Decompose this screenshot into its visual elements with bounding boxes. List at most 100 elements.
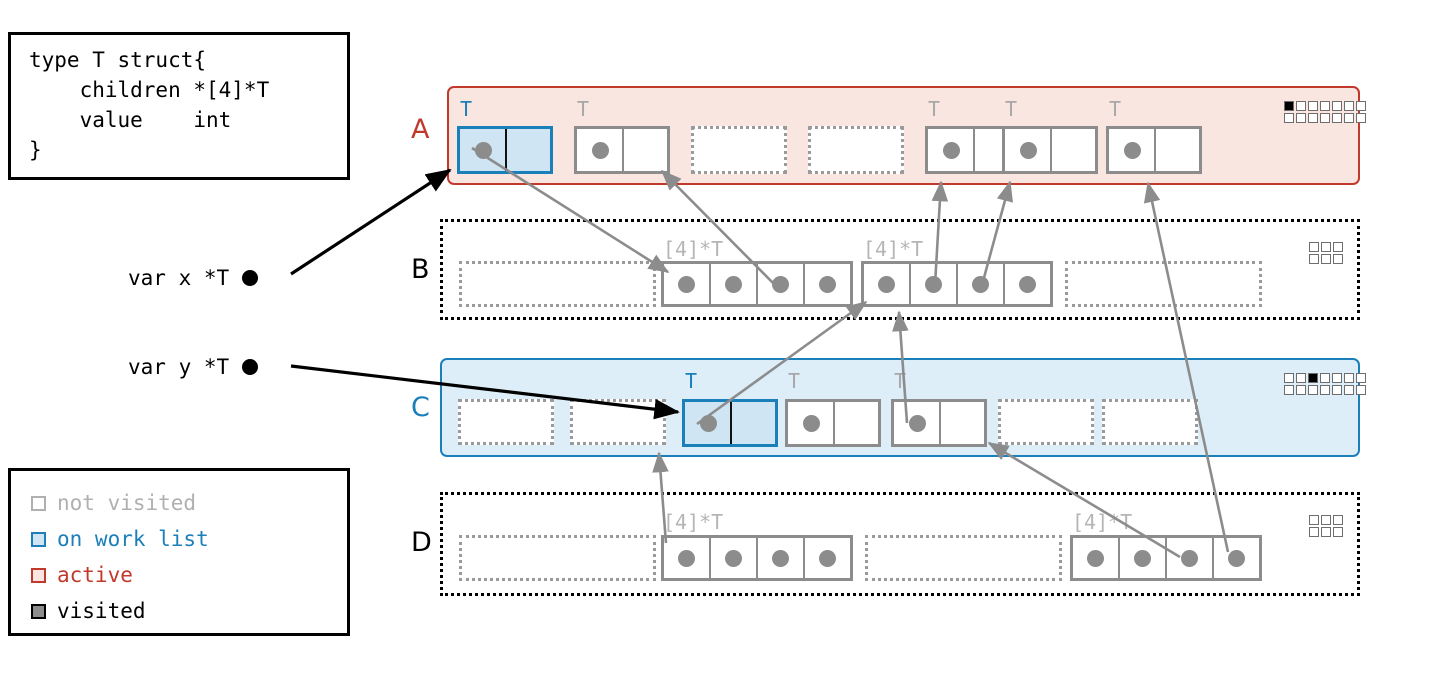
row-a-object-1-pointer-dot — [592, 142, 609, 159]
bitmap-cell — [1344, 113, 1354, 123]
legend-label-active: active — [57, 562, 133, 587]
row-c-slot-2-type-label: T — [685, 369, 698, 393]
bitmap-cell — [1344, 385, 1354, 395]
row-a-slot-4-type-label: T — [928, 97, 941, 121]
bitmap-cell — [1321, 527, 1331, 537]
array-cell-divider — [756, 264, 758, 304]
row-d-array-3-cell-2-pointer-dot — [1181, 550, 1198, 567]
row-b-array-1-cell-0-pointer-dot — [678, 276, 695, 293]
row-b-array-2-cell-0-pointer-dot — [878, 276, 895, 293]
variable-x-pointer-dot — [242, 270, 259, 286]
row-d-array-3[interactable] — [1070, 535, 1262, 581]
row-c-slot-3-type-label: T — [788, 369, 801, 393]
row-b-array-2-cell-3-pointer-dot — [1019, 276, 1036, 293]
row-c-object-3-divider — [833, 402, 835, 444]
row-a-object-5-pointer-dot — [1020, 142, 1037, 159]
bitmap-cell — [1308, 113, 1318, 123]
row-a-object-5[interactable] — [1002, 126, 1098, 174]
bitmap-cell — [1333, 527, 1343, 537]
variable-y: var y *T — [128, 355, 259, 379]
row-d-array-3-cell-0-pointer-dot — [1087, 550, 1104, 567]
row-d-array-1[interactable] — [661, 535, 853, 581]
row-b-array-1-cell-1-pointer-dot — [725, 276, 742, 293]
heap-row-d: [4]*T [4]*T — [440, 492, 1360, 596]
row-b-array-2[interactable] — [861, 261, 1053, 307]
row-d-mark-bitmap — [1309, 515, 1343, 537]
row-a-object-4-pointer-dot — [943, 142, 960, 159]
row-d-mark-bitmap-row-1 — [1309, 527, 1343, 537]
bitmap-cell — [1284, 101, 1294, 111]
row-a-object-0-divider — [505, 129, 507, 171]
bitmap-cell — [1296, 101, 1306, 111]
row-a-object-0-pointer-dot — [475, 142, 492, 159]
row-a-object-6[interactable] — [1106, 126, 1202, 174]
legend-label-on-work-list: on work list — [57, 526, 209, 551]
row-label-d: D — [411, 527, 432, 558]
bitmap-cell — [1321, 515, 1331, 525]
row-a-object-6-pointer-dot — [1124, 142, 1141, 159]
bitmap-cell — [1356, 373, 1366, 383]
row-c-object-3[interactable] — [785, 399, 881, 447]
bitmap-cell — [1308, 385, 1318, 395]
row-c-object-2-pointer-dot — [700, 415, 717, 432]
bitmap-cell — [1356, 385, 1366, 395]
array-cell-divider — [1118, 538, 1120, 578]
bitmap-cell — [1309, 242, 1319, 252]
bitmap-cell — [1320, 373, 1330, 383]
row-d-array-1-cell-3-pointer-dot — [819, 550, 836, 567]
bitmap-cell — [1332, 385, 1342, 395]
row-b-array-1-cell-3-pointer-dot — [819, 276, 836, 293]
row-b-mark-bitmap — [1309, 242, 1343, 264]
bitmap-cell — [1320, 101, 1330, 111]
row-b-array-1-type-label: [4]*T — [663, 237, 724, 261]
row-c-empty-1 — [570, 399, 666, 445]
row-c-object-4[interactable] — [891, 399, 987, 447]
legend-swatch-visited — [31, 603, 46, 619]
bitmap-cell — [1333, 242, 1343, 252]
row-a-mark-bitmap — [1284, 101, 1366, 123]
row-a-slot-1-type-label: T — [577, 97, 590, 121]
row-c-object-4-pointer-dot — [909, 415, 926, 432]
legend-label-visited: visited — [57, 598, 146, 623]
legend-swatch-not-visited — [31, 495, 46, 511]
heap-row-a: T T T T T — [447, 86, 1366, 185]
array-cell-divider — [1165, 538, 1167, 578]
array-cell-divider — [1003, 264, 1005, 304]
row-label-c: C — [411, 392, 430, 423]
row-c-object-2[interactable] — [682, 399, 778, 447]
variable-x: var x *T — [128, 266, 259, 290]
row-label-b: B — [411, 254, 430, 285]
variable-y-pointer-dot — [242, 359, 259, 375]
row-d-array-1-cell-2-pointer-dot — [772, 550, 789, 567]
bitmap-cell — [1284, 113, 1294, 123]
legend-item-on-work-list: on work list — [31, 521, 347, 557]
array-cell-divider — [803, 264, 805, 304]
array-cell-divider — [709, 538, 711, 578]
array-cell-divider — [803, 538, 805, 578]
variable-y-label: var y *T — [128, 355, 230, 379]
bitmap-cell — [1332, 113, 1342, 123]
row-d-array-3-cell-1-pointer-dot — [1134, 550, 1151, 567]
row-b-array-1-cell-2-pointer-dot — [772, 276, 789, 293]
row-b-empty-3 — [1065, 261, 1262, 307]
bitmap-cell — [1344, 101, 1354, 111]
row-a-object-6-divider — [1154, 129, 1156, 171]
row-c-mark-bitmap-row-1 — [1284, 385, 1366, 395]
row-a-mark-bitmap-row-1 — [1284, 113, 1366, 123]
array-cell-divider — [1212, 538, 1214, 578]
row-a-empty-2 — [691, 126, 787, 174]
row-b-array-1[interactable] — [661, 261, 853, 307]
row-a-object-1-divider — [622, 129, 624, 171]
bitmap-cell — [1309, 515, 1319, 525]
legend-label-not-visited: not visited — [57, 490, 197, 515]
row-a-object-4-divider — [973, 129, 975, 171]
row-a-object-1[interactable] — [574, 126, 670, 174]
legend-item-not-visited: not visited — [31, 485, 347, 521]
bitmap-cell — [1296, 113, 1306, 123]
bitmap-cell — [1332, 101, 1342, 111]
bitmap-cell — [1333, 515, 1343, 525]
bitmap-cell — [1321, 242, 1331, 252]
legend-item-visited: visited — [31, 593, 347, 629]
bitmap-cell — [1296, 373, 1306, 383]
row-a-object-0[interactable] — [457, 126, 553, 174]
